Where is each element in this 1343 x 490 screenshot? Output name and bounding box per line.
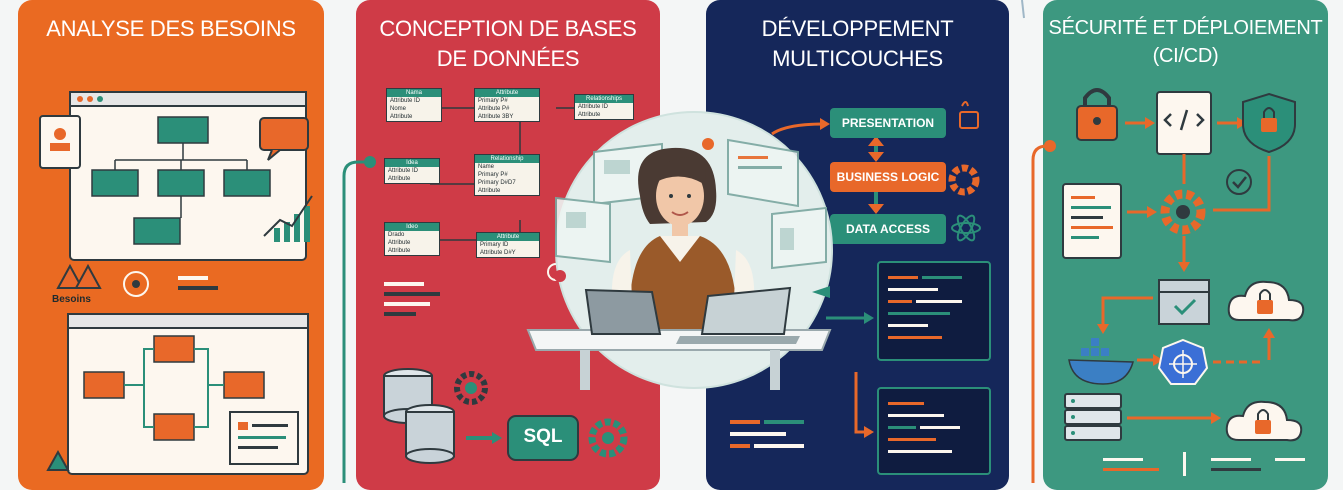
db-table-row: Drado [388, 232, 405, 238]
db-table-header: Relationships [575, 95, 633, 103]
db-table: Idea Attribute ID Attribute [384, 158, 440, 184]
db-table-row: Attribute [578, 112, 601, 118]
db-table-row: Attribute ID [578, 104, 609, 110]
db-table-row: Attribute P# [478, 106, 510, 112]
requirements-diagram [39, 91, 313, 475]
title-line-1: CONCEPTION DE BASES [379, 16, 637, 41]
panel-title: CONCEPTION DE BASES DE DONNÉES [356, 14, 660, 74]
cicd-pipeline-diagram [1062, 88, 1305, 476]
db-table-row: Primary ID [480, 242, 509, 248]
panel-title: ANALYSE DES BESOINS [46, 16, 296, 41]
title-line-1: DÉVELOPPEMENT [761, 16, 954, 41]
db-table-header: Relationship [475, 155, 539, 163]
title-line-1: SÉCURITÉ ET DÉPLOIEMENT [1048, 17, 1323, 39]
db-table-header: Ideo [385, 223, 439, 231]
besoins-caption: Besoins [52, 294, 91, 305]
db-table-header: Attribute [475, 89, 539, 97]
sql-label: SQL [523, 426, 563, 447]
layer-data-access: DATA ACCESS [830, 214, 946, 244]
db-table-row: Primary D#D7 [478, 180, 516, 186]
db-table-row: Attribute [390, 114, 413, 120]
db-table-row: Attribute D#Y [480, 250, 516, 256]
title-line-2: DE DONNÉES [436, 46, 580, 71]
layer-presentation: PRESENTATION [830, 108, 946, 138]
db-table: Attribute Primary P# Attribute P# Attrib… [474, 88, 540, 122]
db-table-row: Attribute 3BY [478, 114, 514, 120]
db-table-row: Attribute [478, 188, 501, 194]
database-stack-2 [405, 404, 455, 464]
db-table-row: Name [478, 164, 495, 170]
panel-title: DÉVELOPPEMENT MULTICOUCHES [706, 14, 1009, 74]
panel-securite-deploiement: SÉCURITÉ ET DÉPLOIEMENT (CI/CD) [1043, 0, 1328, 490]
db-table: Attribute Primary ID Attribute D#Y [476, 232, 540, 258]
db-table-row: Attribute ID [390, 98, 421, 104]
db-table-row: Attribute [388, 176, 411, 182]
db-table: Relationship Name Primary P# Primary D#D… [474, 154, 540, 196]
panel-analyse-besoins: ANALYSE DES BESOINS [18, 0, 324, 490]
layer-business-logic: BUSINESS LOGIC [830, 162, 946, 192]
db-table-header: Attribute [477, 233, 539, 241]
db-table-row: Attribute ID [388, 168, 419, 174]
db-table-row: Attribute [388, 240, 411, 246]
title-line-2: MULTICOUCHES [772, 46, 943, 71]
db-table: Relationships Attribute ID Attribute [574, 94, 634, 120]
panel-title: SÉCURITÉ ET DÉPLOIEMENT (CI/CD) [1043, 14, 1328, 70]
db-table-row: Primary P# [478, 98, 508, 104]
db-table-header: Nama [387, 89, 441, 97]
layered-architecture-diagram [730, 101, 991, 475]
title-line-2: (CI/CD) [1152, 45, 1219, 67]
db-table-row: Primary P# [478, 172, 508, 178]
db-table-header: Idea [385, 159, 439, 167]
floating-screen [555, 138, 827, 270]
db-table-row: Nome [390, 106, 407, 112]
db-table: Ideo Drado Attribute Attribute [384, 222, 440, 256]
db-table-row: Attribute [388, 248, 411, 254]
db-table: Nama Attribute ID Nome Attribute [386, 88, 442, 122]
